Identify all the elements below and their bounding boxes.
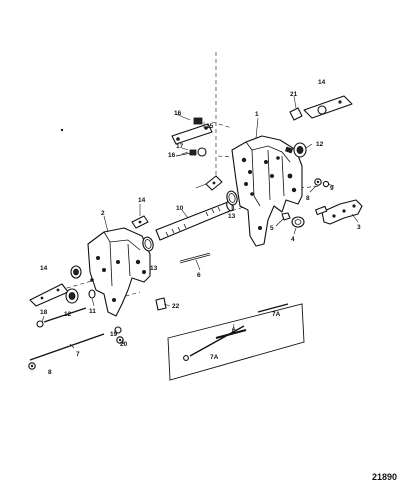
callout-4: 4 xyxy=(291,236,295,243)
callout-16-lower: 16 xyxy=(168,152,176,159)
callout-22: 22 xyxy=(172,303,180,310)
figure-code: 21890 xyxy=(372,472,397,482)
callout-20: 20 xyxy=(120,341,128,348)
nut-and-washer xyxy=(114,326,124,344)
callout-13-right: 13 xyxy=(228,213,236,220)
callout-18: 18 xyxy=(40,309,48,316)
retainer-clips xyxy=(131,175,223,229)
callout-9: 9 xyxy=(330,185,334,192)
through-rod xyxy=(28,307,105,370)
callout-3: 3 xyxy=(357,224,361,231)
stray-mark xyxy=(60,128,64,132)
callout-13-left: 13 xyxy=(150,265,158,272)
callout-5: 5 xyxy=(270,225,274,232)
callouts: 1 2 3 4 5 6 6 7 7A 7A 8 8 9 10 11 12 12 … xyxy=(40,79,361,376)
bushing-left xyxy=(65,265,96,304)
link-plate-assembly xyxy=(171,117,213,157)
callout-21: 21 xyxy=(290,91,298,98)
callout-14-top: 14 xyxy=(318,79,326,86)
top-right-plate xyxy=(289,95,353,121)
callout-17: 17 xyxy=(176,143,184,150)
right-clamp-bracket xyxy=(231,135,303,247)
tube-washers xyxy=(142,190,238,252)
callout-12-left: 12 xyxy=(64,311,72,318)
callout-12-right: 12 xyxy=(316,141,324,148)
swivel-tube xyxy=(155,200,234,241)
callout-7a-right: 7A xyxy=(272,311,281,318)
callout-14-left: 14 xyxy=(40,265,48,272)
callout-2: 2 xyxy=(101,210,105,217)
callout-7: 7 xyxy=(76,351,80,358)
callout-6-inset: 6 xyxy=(232,327,236,334)
callout-1: 1 xyxy=(255,111,259,118)
callout-8-right: 8 xyxy=(306,195,310,202)
callout-6: 6 xyxy=(197,272,201,279)
left-plate xyxy=(29,283,69,307)
tilt-knob xyxy=(281,212,305,228)
callout-7a-left: 7A xyxy=(210,354,219,361)
callout-15: 15 xyxy=(206,123,214,130)
callout-8-left: 8 xyxy=(48,369,52,376)
callout-14-tube: 14 xyxy=(138,197,146,204)
rods xyxy=(179,252,211,264)
callout-10: 10 xyxy=(176,205,184,212)
callout-19: 19 xyxy=(110,331,118,338)
left-clamp-bracket xyxy=(87,227,151,317)
small-clip xyxy=(155,297,167,311)
leader-lines xyxy=(41,95,359,349)
callout-11: 11 xyxy=(89,308,96,315)
tilt-lever xyxy=(315,199,363,225)
bushing-right xyxy=(293,142,307,158)
inset-rod-box xyxy=(167,303,305,381)
callout-16-top: 16 xyxy=(174,110,182,117)
right-nut-washer xyxy=(314,178,330,188)
